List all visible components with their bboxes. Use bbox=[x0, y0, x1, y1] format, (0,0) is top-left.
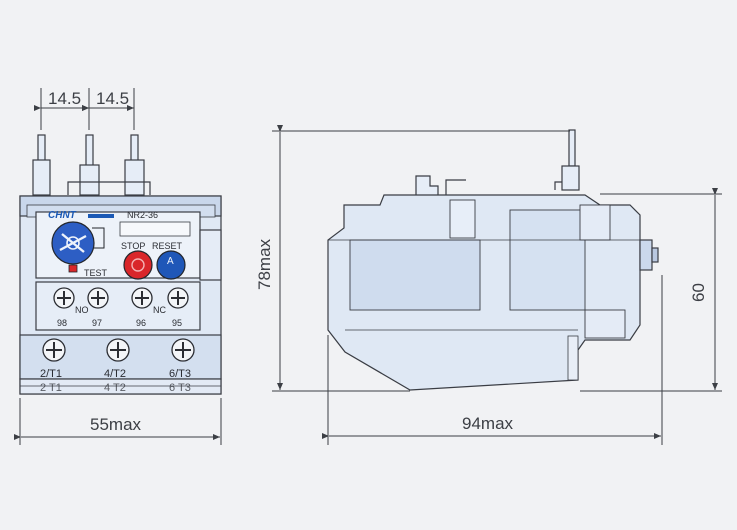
bottom-terminal-4t2: 4 T2 bbox=[104, 382, 126, 394]
side-length-label: 94max bbox=[462, 414, 514, 433]
reset-button-label: A bbox=[167, 256, 174, 267]
reset-button: A bbox=[156, 250, 186, 280]
main-terminal-6t3: 6/T3 bbox=[169, 368, 191, 380]
nc-label: NC bbox=[153, 305, 166, 315]
main-screw bbox=[171, 338, 195, 362]
adjust-dial-icon bbox=[51, 221, 105, 265]
aux-terminal-95: 95 bbox=[172, 318, 182, 328]
aux-screw bbox=[87, 287, 109, 309]
aux-terminal-96: 96 bbox=[136, 318, 146, 328]
bottom-terminal-6t3: 6 T3 bbox=[169, 382, 191, 394]
brand-logo: CHNT bbox=[48, 210, 77, 221]
side-height-dimension bbox=[580, 188, 722, 392]
overall-height-dimension bbox=[272, 125, 570, 392]
width-dimension bbox=[14, 398, 222, 445]
pitch-right-label: 14.5 bbox=[96, 89, 129, 108]
pitch-left-label: 14.5 bbox=[48, 89, 81, 108]
main-terminal-2t1: 2/T1 bbox=[40, 368, 62, 380]
aux-screw bbox=[53, 287, 75, 309]
test-indicator-icon bbox=[68, 264, 78, 273]
aux-screws bbox=[53, 287, 189, 309]
main-screws bbox=[42, 338, 195, 362]
front-width-label: 55max bbox=[90, 415, 142, 434]
test-label: TEST bbox=[84, 268, 108, 278]
top-terminal-pins bbox=[32, 134, 151, 196]
reset-label: RESET bbox=[152, 241, 183, 251]
brand-stripe bbox=[88, 214, 114, 218]
bottom-terminal-2t1: 2 T1 bbox=[40, 382, 62, 394]
main-screw bbox=[106, 338, 130, 362]
aux-screw bbox=[131, 287, 153, 309]
pitch-dimension bbox=[34, 88, 135, 130]
side-view bbox=[327, 129, 659, 391]
side-length-dimension bbox=[322, 275, 663, 445]
stop-label: STOP bbox=[121, 241, 145, 251]
main-terminal-4t2: 4/T2 bbox=[104, 368, 126, 380]
stop-button bbox=[123, 250, 153, 280]
aux-terminal-98: 98 bbox=[57, 318, 67, 328]
model-label: NR2-36 bbox=[127, 210, 158, 220]
side-height-label: 60 bbox=[689, 283, 708, 302]
aux-screw bbox=[167, 287, 189, 309]
no-label: NO bbox=[75, 305, 89, 315]
overall-height-label: 78max bbox=[255, 238, 274, 290]
main-screw bbox=[42, 338, 66, 362]
aux-terminal-97: 97 bbox=[92, 318, 102, 328]
